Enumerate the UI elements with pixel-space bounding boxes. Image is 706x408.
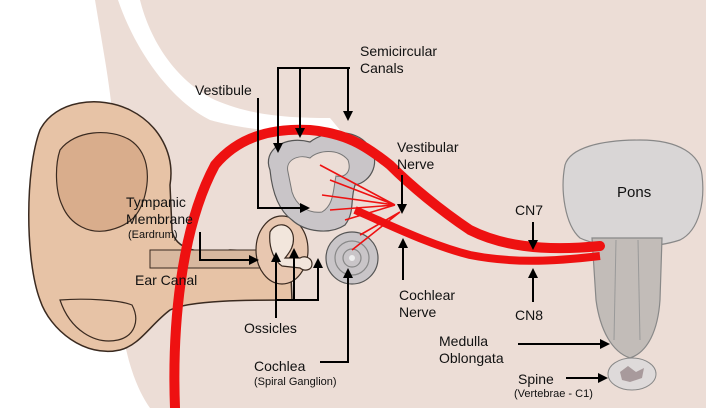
label-semicircular-1: Semicircular — [360, 43, 437, 59]
label-tympanic-2: Membrane — [126, 211, 193, 227]
label-spine: Spine — [518, 371, 554, 387]
label-vestibule: Vestibule — [195, 82, 252, 98]
label-vestibular-nerve-2: Nerve — [397, 156, 435, 172]
label-pons: Pons — [617, 184, 651, 201]
label-ossicles: Ossicles — [244, 320, 297, 336]
label-cochlea: Cochlea — [254, 358, 306, 374]
cochlea-center — [349, 255, 355, 261]
label-cochlear-nerve-2: Nerve — [399, 304, 437, 320]
label-spine-sub: (Vertebrae - C1) — [514, 388, 593, 400]
label-cn8: CN8 — [515, 307, 543, 323]
label-ear-canal: Ear Canal — [135, 272, 197, 288]
label-tympanic-sub: (Eardrum) — [128, 229, 178, 241]
label-medulla-2: Oblongata — [439, 350, 504, 366]
label-cn7: CN7 — [515, 202, 543, 218]
label-semicircular-2: Canals — [360, 60, 404, 76]
label-cochlea-sub: (Spiral Ganglion) — [254, 376, 337, 388]
label-vestibular-nerve-1: Vestibular — [397, 139, 459, 155]
label-medulla-1: Medulla — [439, 333, 488, 349]
label-tympanic-1: Tympanic — [126, 194, 186, 210]
label-cochlear-nerve-1: Cochlear — [399, 287, 455, 303]
